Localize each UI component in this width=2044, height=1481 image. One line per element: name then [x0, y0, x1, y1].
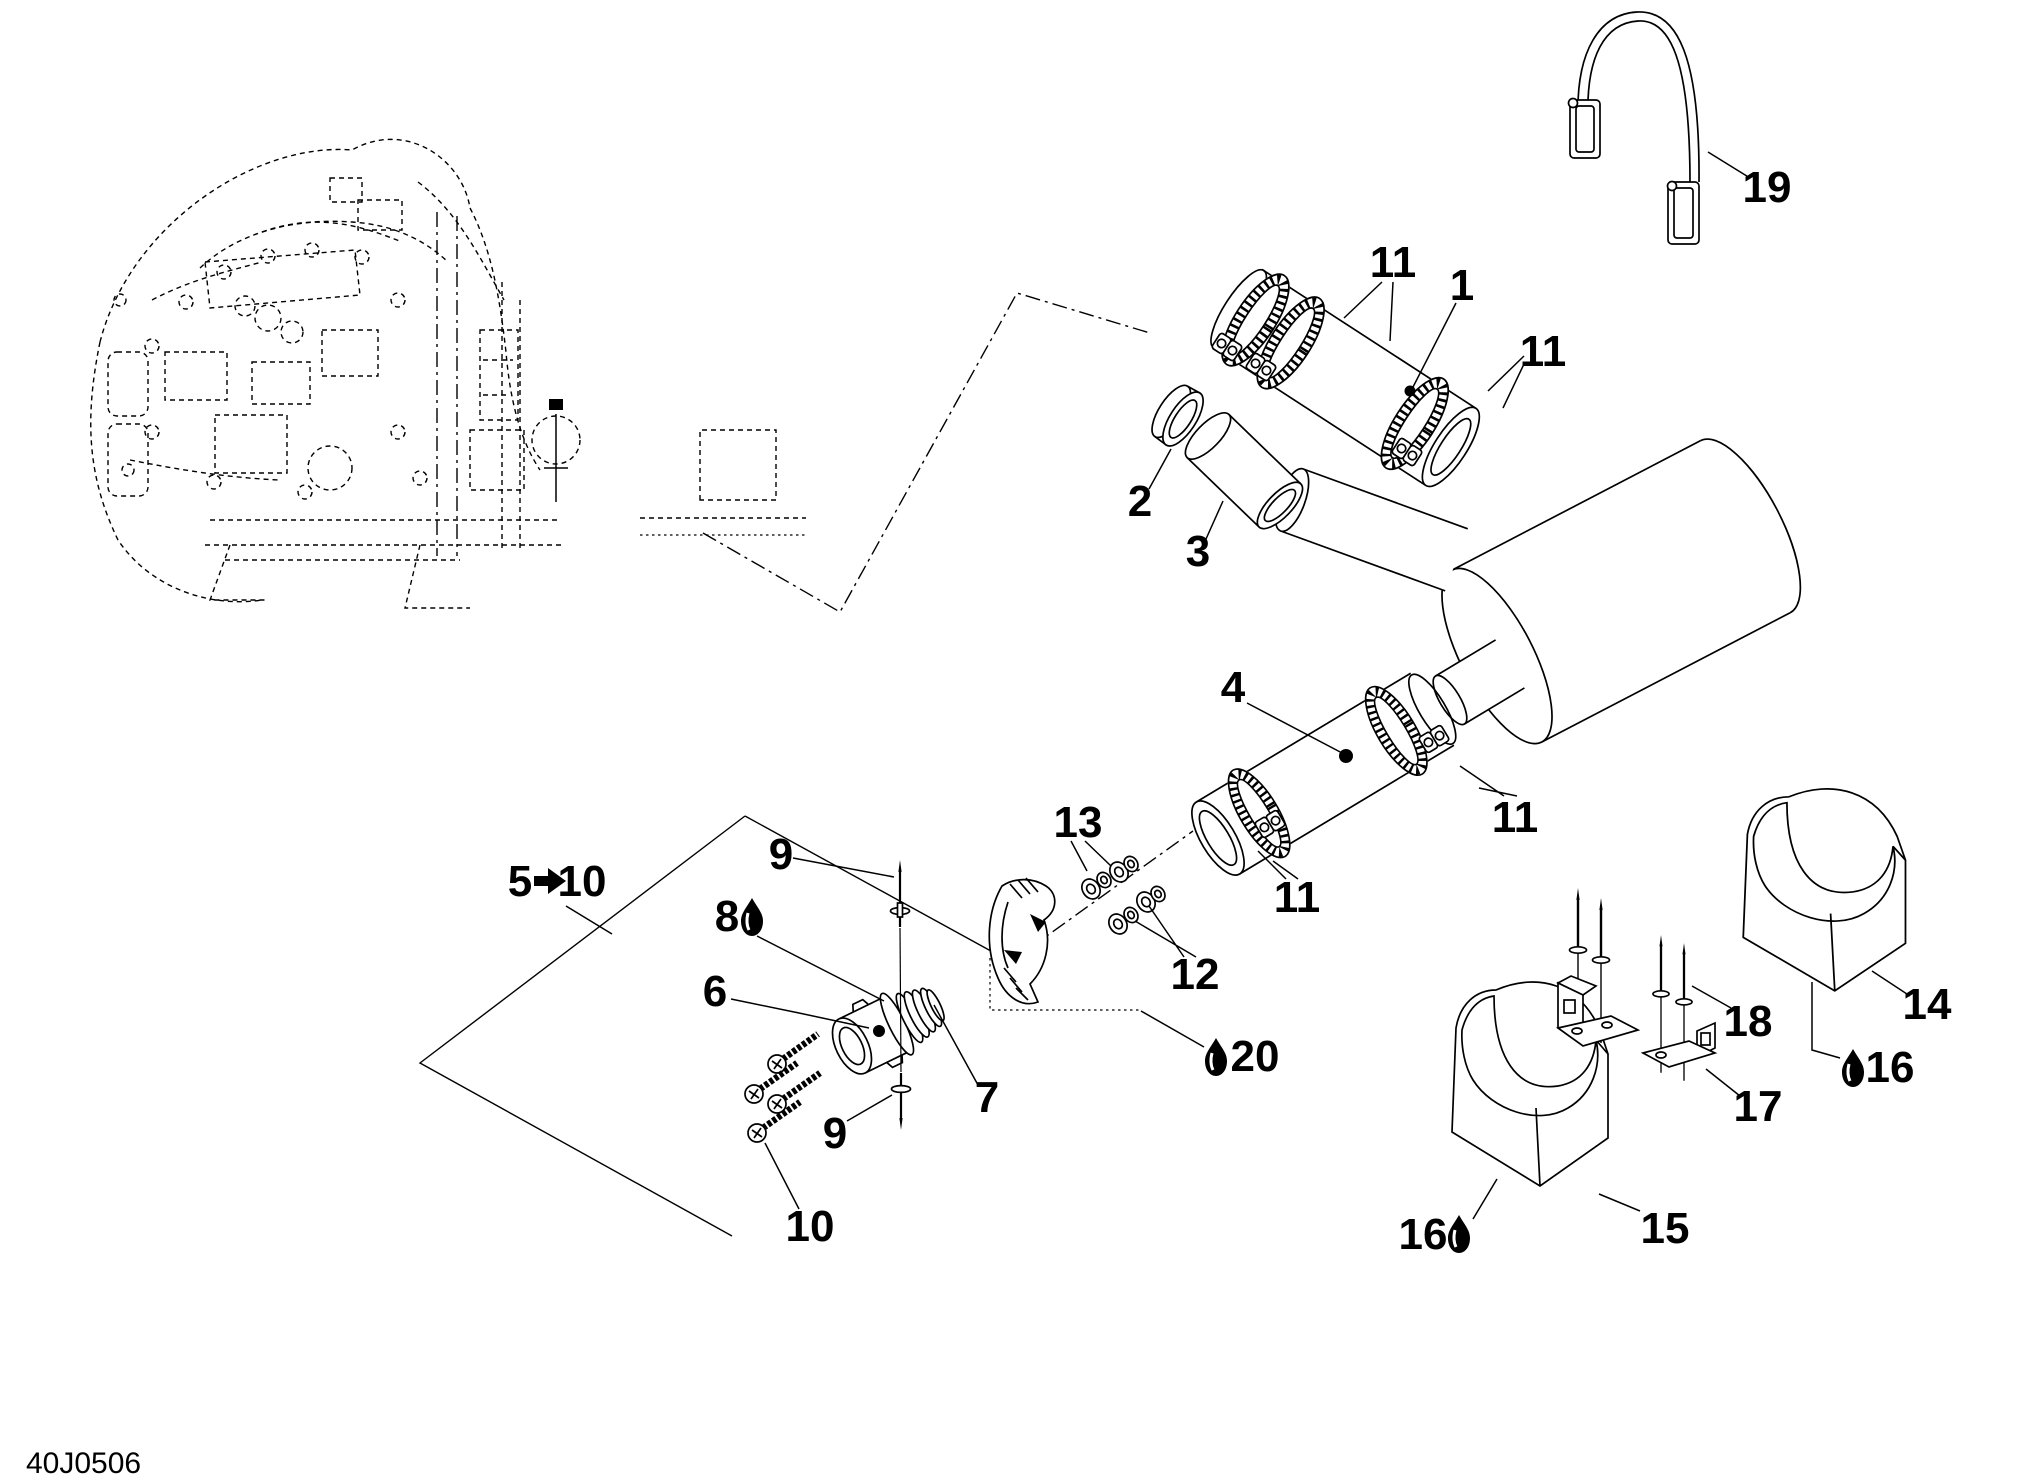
callout-label-6: 6 [703, 967, 727, 1016]
callout-label-10: 10 [786, 1202, 835, 1251]
fluid-drop-icon [1446, 1213, 1472, 1255]
fluid-drop-icon [1840, 1047, 1866, 1089]
callout-label-11: 11 [1370, 238, 1417, 287]
muffler-outlet-spigot [1432, 639, 1525, 726]
callout-label-9: 9 [769, 830, 793, 879]
callout-label-11: 11 [1274, 873, 1321, 922]
callout-label-12: 12 [1171, 950, 1220, 999]
callout-label-3: 3 [1186, 527, 1210, 576]
part-19-hold-down-strap [1567, 11, 1700, 245]
drawing-code: 40J0506 [26, 1447, 141, 1480]
callout-label-16: 16 [1866, 1043, 1915, 1092]
install-arrow-icon [1004, 950, 1022, 964]
callout-label-11: 11 [1492, 793, 1539, 842]
callout-label-1: 1 [1450, 261, 1474, 310]
callout-label-5: 5 [508, 857, 532, 906]
part-18-bracket-pins [1555, 886, 1641, 1047]
leader-lines [565, 151, 1911, 1220]
fluid-drop-icon [739, 896, 765, 938]
part-14-support-foam [1742, 787, 1907, 992]
washers-nuts-12-13 [1077, 852, 1169, 939]
callout-label-13: 13 [1054, 798, 1103, 847]
part-3-connector-tube [1184, 412, 1304, 530]
callout-label-18: 18 [1724, 997, 1773, 1046]
callout-label-7: 7 [975, 1073, 999, 1122]
callout-label-20: 20 [1231, 1032, 1280, 1081]
part-1-muffler-hose [1198, 256, 1481, 488]
engine-ghost-reference [90, 138, 806, 609]
ref-dot-1 [1404, 385, 1416, 397]
callout-label-16: 16 [1399, 1210, 1448, 1259]
callout-label-2: 2 [1128, 477, 1152, 526]
callout-label-9: 9 [823, 1109, 847, 1158]
install-arrow-icon [1030, 914, 1046, 932]
callout-label-8: 8 [715, 892, 739, 941]
ref-dot-6 [873, 1025, 885, 1037]
part-15-support-foam [1451, 981, 1609, 1187]
part-9-pins [889, 860, 912, 1130]
part-2-sleeve-ring [1151, 384, 1204, 447]
part-17-bracket-pins [1640, 933, 1718, 1082]
assembly-zone-lines [418, 815, 1194, 1237]
callout-label-11: 11 [1520, 327, 1567, 376]
ref-dot-4 [1339, 749, 1353, 763]
callout-label-19: 19 [1743, 163, 1792, 212]
callout-label-14: 14 [1903, 980, 1952, 1029]
callout-label-10: 10 [558, 857, 607, 906]
callout-label-15: 15 [1641, 1204, 1690, 1253]
part-10-screws [744, 1031, 822, 1143]
arrow-right-icon [534, 868, 566, 894]
gasket-clamp-shell [988, 877, 1056, 1005]
part-6-outlet-fitting [831, 984, 945, 1075]
callout-label-4: 4 [1221, 663, 1246, 712]
callout-label-17: 17 [1734, 1082, 1783, 1131]
engine-leader-line [702, 292, 1151, 613]
fluid-drop-icon [1203, 1036, 1229, 1078]
